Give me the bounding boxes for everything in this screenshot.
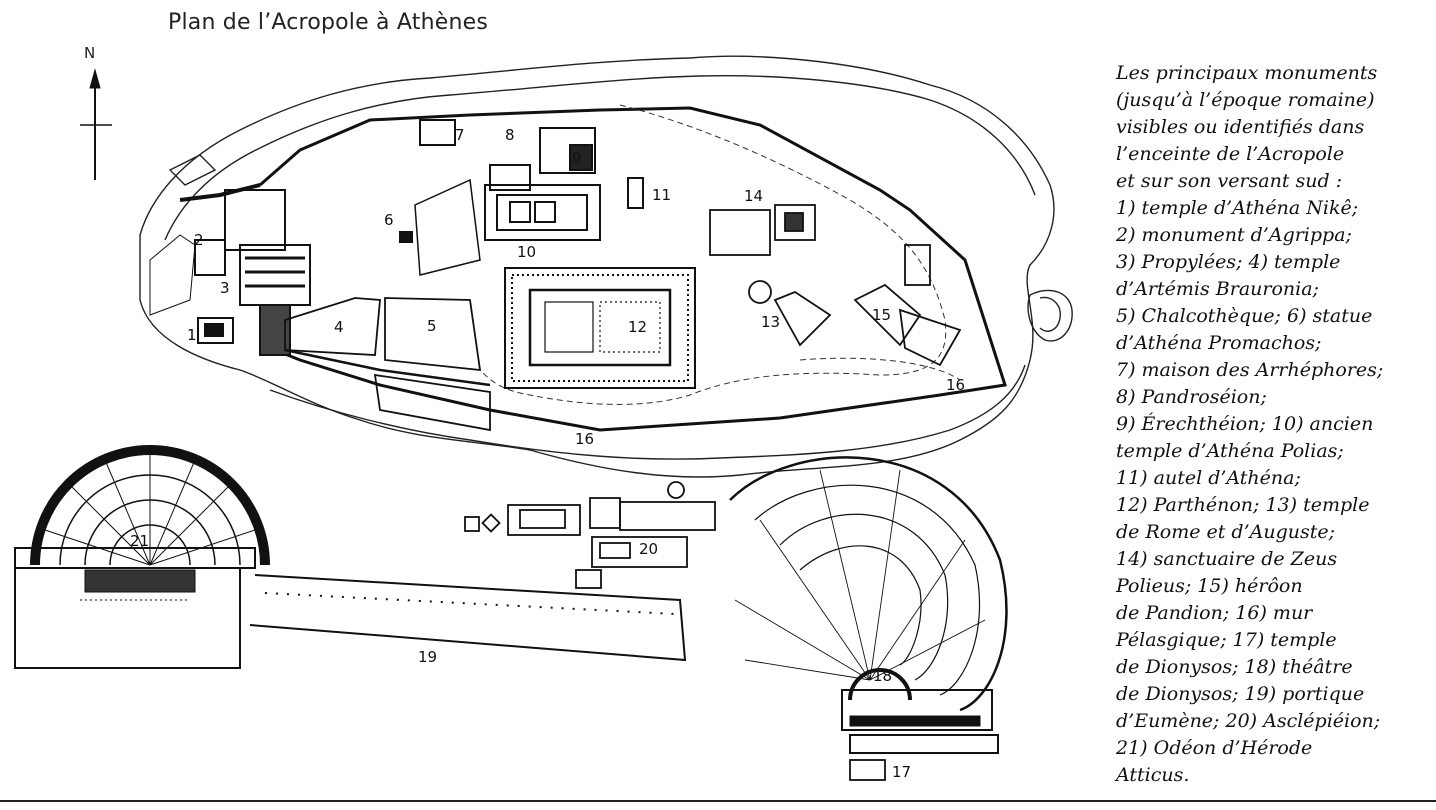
legend-line: 11) autel d’Athéna;	[1116, 467, 1301, 489]
legend-line: 21) Odéon d’Hérode	[1116, 737, 1313, 759]
propylaea-complex	[149, 189, 311, 356]
legend-line: d’Athéna Promachos;	[1116, 332, 1322, 354]
theatre-of-dionysos	[729, 456, 1008, 781]
label-3: 3	[220, 279, 230, 297]
legend-line: Atticus.	[1116, 764, 1190, 786]
label-19: 19	[418, 648, 437, 666]
label-7: 7	[455, 126, 465, 144]
artemis-chalkotheke	[284, 297, 491, 432]
fortification-wall	[179, 106, 1007, 432]
label-16-south: 16	[575, 430, 594, 448]
asklepieion	[464, 481, 716, 589]
legend-line: 1) temple d’Athéna Nikê;	[1116, 197, 1359, 219]
label-1: 1	[187, 326, 197, 344]
monument-legend: Les principaux monuments (jusqu’à l’époq…	[1116, 60, 1432, 789]
north-arrow-icon	[80, 68, 112, 180]
odeon-herodes-atticus	[14, 445, 270, 669]
legend-line: 5) Chalcothèque; 6) statue	[1116, 305, 1373, 327]
label-4: 4	[334, 318, 344, 336]
label-16-east: 16	[946, 376, 965, 394]
label-9: 9	[572, 149, 582, 167]
legend-line: de Dionysos; 19) portique	[1116, 683, 1365, 705]
parthenon	[504, 267, 696, 389]
legend-line: 14) sanctuaire de Zeus	[1116, 548, 1338, 570]
dashed-contours	[479, 104, 961, 405]
label-15: 15	[872, 306, 891, 324]
label-8: 8	[505, 126, 515, 144]
legend-line: 9) Érechthéion; 10) ancien	[1116, 413, 1374, 435]
label-10: 10	[517, 243, 536, 261]
label-17: 17	[892, 763, 911, 781]
label-14: 14	[744, 187, 763, 205]
label-21: 21	[130, 532, 149, 550]
stoa-of-eumenes	[249, 574, 687, 662]
legend-line: temple d’Athéna Polias;	[1116, 440, 1344, 462]
legend-line: Polieus; 15) hérôon	[1116, 575, 1303, 597]
legend-line: Les principaux monuments	[1116, 62, 1378, 84]
label-11: 11	[652, 186, 671, 204]
label-2: 2	[194, 231, 204, 249]
legend-line: Pélasgique; 17) temple	[1116, 629, 1337, 651]
legend-line: d’Artémis Brauronia;	[1116, 278, 1319, 300]
legend-line: et sur son versant sud :	[1116, 170, 1343, 192]
label-5: 5	[427, 317, 437, 335]
legend-line: 3) Propylées; 4) temple	[1116, 251, 1341, 273]
legend-line: 12) Parthénon; 13) temple	[1116, 494, 1370, 516]
erechtheion-area	[399, 119, 644, 276]
label-6: 6	[384, 211, 394, 229]
legend-line: 2) monument d’Agrippa;	[1116, 224, 1352, 246]
legend-line: de Pandion; 16) mur	[1116, 602, 1313, 624]
legend-line: visibles ou identifiés dans	[1116, 116, 1365, 138]
legend-line: (jusqu’à l’époque romaine)	[1116, 89, 1375, 111]
eastern-monuments	[709, 204, 962, 367]
map-title: Plan de l’Acropole à Athènes	[168, 10, 489, 35]
legend-line: l’enceinte de l’Acropole	[1116, 143, 1345, 165]
acropolis-plan: 1 2 3 4 5 6 7 8 9 10 11 12 13 14 15 16 1…	[14, 55, 1073, 781]
bottom-rule	[0, 800, 1436, 802]
legend-line: 7) maison des Arrhéphores;	[1116, 359, 1384, 381]
legend-line: de Rome et d’Auguste;	[1116, 521, 1336, 543]
label-20: 20	[639, 540, 658, 558]
label-12: 12	[628, 318, 647, 336]
label-13: 13	[761, 313, 780, 331]
north-label: N	[84, 44, 96, 62]
label-18: 18	[873, 667, 892, 685]
legend-line: 8) Pandroséion;	[1116, 386, 1267, 408]
rock-contours	[139, 55, 1073, 478]
legend-line: de Dionysos; 18) théâtre	[1116, 656, 1353, 678]
legend-line: d’Eumène; 20) Asclépiéion;	[1116, 710, 1381, 732]
